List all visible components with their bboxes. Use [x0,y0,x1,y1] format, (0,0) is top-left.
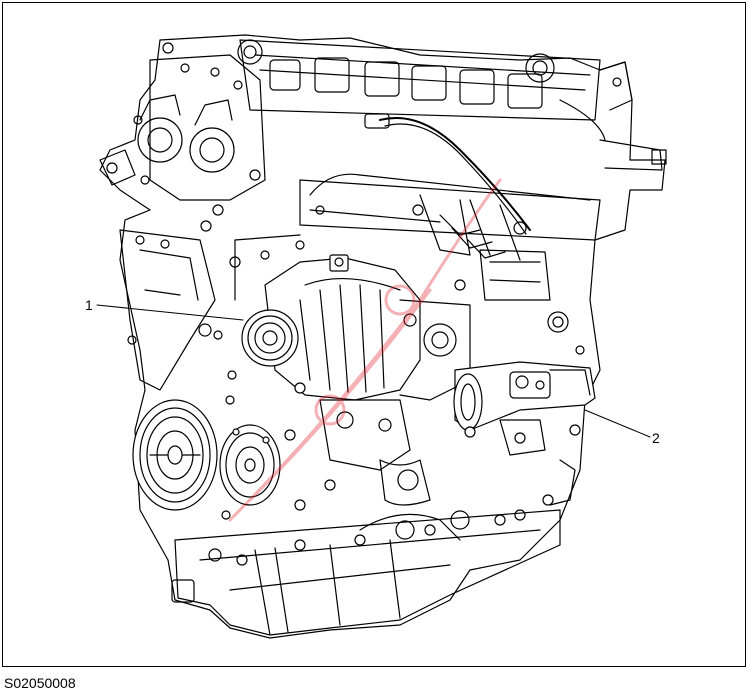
callout-2-leader [584,409,651,438]
cylinder-head-top [237,39,667,235]
oil-pan [171,509,561,636]
watermark [228,178,502,522]
block-bolts [221,205,466,520]
figure-code: S02050008 [4,675,76,691]
callout-2-label: 2 [652,430,660,446]
water-pump-pulley [219,424,281,506]
intake-manifold [299,173,601,261]
alternator [241,254,421,401]
callout-1-label: 1 [85,297,93,313]
crankshaft-pulley [132,399,218,511]
timing-cover-upper [99,42,266,216]
block-right-side [479,249,585,521]
engine-mount-bracket [119,220,241,391]
starter-motor [453,361,596,456]
figure-frame [2,2,746,667]
callout-1-leader [96,304,244,321]
